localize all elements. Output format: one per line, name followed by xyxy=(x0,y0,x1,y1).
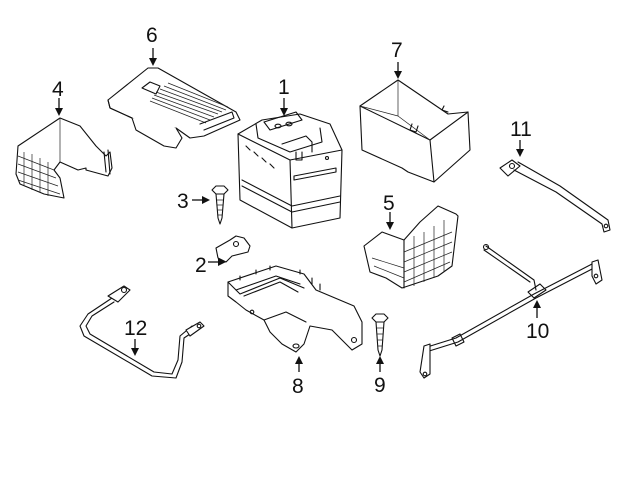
callout-label-12: 12 xyxy=(124,317,147,340)
part-hold-down-clamp[interactable] xyxy=(215,235,251,263)
callout-2: 2 xyxy=(195,254,226,277)
callout-12: 12 xyxy=(124,317,147,356)
part-positive-cable[interactable] xyxy=(419,243,603,379)
callout-3: 3 xyxy=(177,190,210,213)
part-battery-tray[interactable] xyxy=(227,265,363,353)
part-holder-shield[interactable] xyxy=(363,205,459,289)
callout-1: 1 xyxy=(278,76,290,116)
callout-label-5: 5 xyxy=(383,192,395,215)
callout-8: 8 xyxy=(292,356,304,398)
callout-9: 9 xyxy=(374,356,386,397)
callout-5: 5 xyxy=(383,192,395,230)
part-battery-cover[interactable] xyxy=(107,67,241,149)
callout-label-2: 2 xyxy=(195,254,207,277)
part-tray-bolt[interactable] xyxy=(371,313,389,357)
callout-label-11: 11 xyxy=(510,118,532,141)
callout-label-3: 3 xyxy=(177,190,189,213)
callout-label-1: 1 xyxy=(278,76,290,99)
part-battery[interactable] xyxy=(237,111,343,229)
part-side-shield[interactable] xyxy=(15,117,113,199)
part-clamp-bolt[interactable] xyxy=(211,185,229,225)
part-ground-strap[interactable] xyxy=(499,159,611,233)
callout-label-4: 4 xyxy=(52,78,64,101)
callout-label-8: 8 xyxy=(292,375,304,398)
callout-10: 10 xyxy=(526,300,549,343)
part-insulator-box[interactable] xyxy=(359,79,471,183)
callout-label-10: 10 xyxy=(526,320,549,343)
callout-label-9: 9 xyxy=(374,374,386,397)
part-negative-cable[interactable] xyxy=(79,285,205,379)
callout-label-6: 6 xyxy=(146,24,158,47)
callout-7: 7 xyxy=(391,39,403,79)
callout-label-7: 7 xyxy=(391,39,403,62)
callout-4: 4 xyxy=(52,78,64,116)
callout-11: 11 xyxy=(510,118,532,157)
callout-6: 6 xyxy=(146,24,158,66)
